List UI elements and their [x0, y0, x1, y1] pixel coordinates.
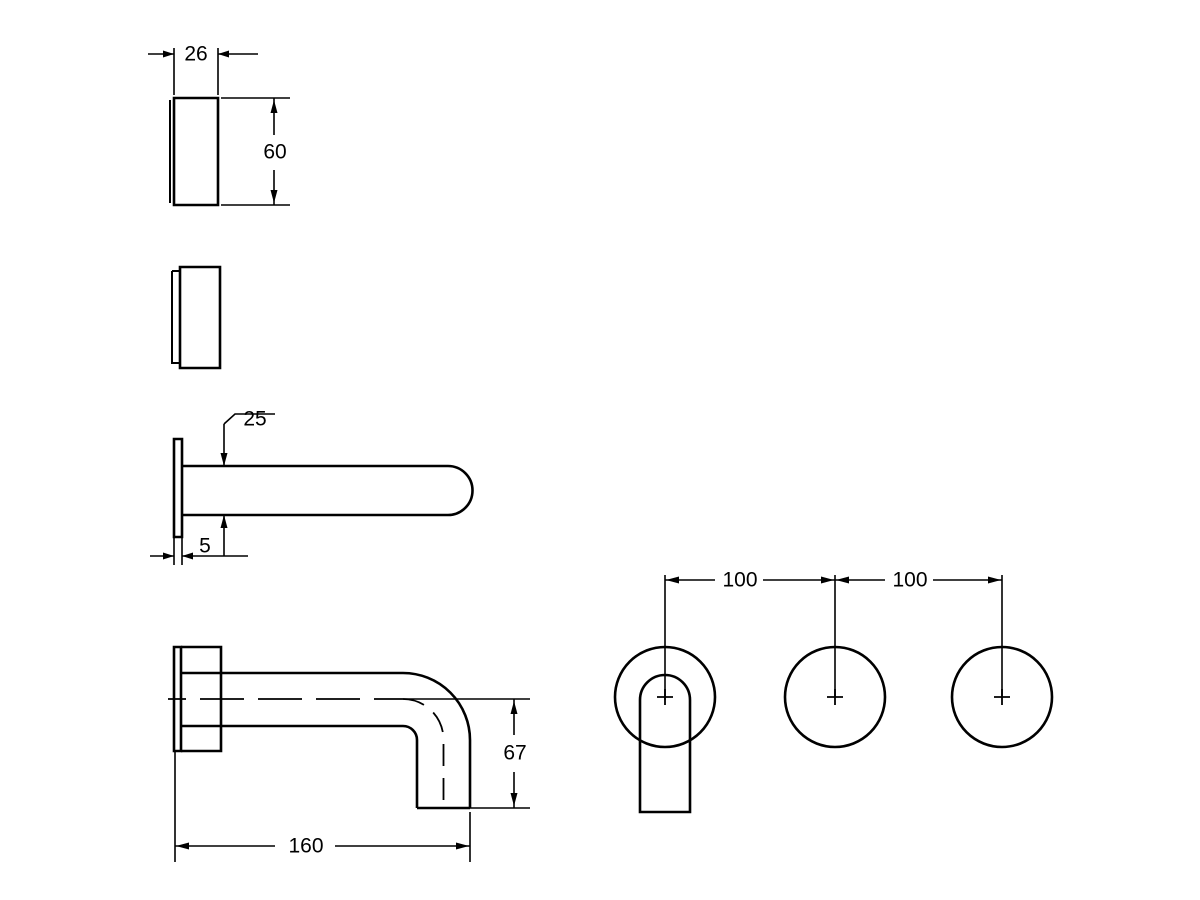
dim-label-26: 26 — [184, 43, 207, 66]
spout-side-inner-profile — [181, 724, 419, 808]
handle-width-arrow-left — [163, 50, 174, 58]
dim-label-67: 67 — [503, 742, 526, 765]
dim-label-160: 160 — [288, 835, 323, 858]
dim-label-100-left: 100 — [722, 569, 757, 592]
spout-plan-tube — [182, 464, 474, 517]
setout-lever-handle — [638, 673, 692, 814]
handle-front-body — [172, 96, 220, 207]
dim-label-60: 60 — [263, 141, 286, 164]
dim-label-100-right: 100 — [892, 569, 927, 592]
dim-67-arrow-top — [510, 701, 518, 714]
dim-67-arrow-bottom — [510, 793, 518, 806]
spout-plan-wall-plate — [172, 437, 184, 539]
view-handle-front-elevation: 26 60 — [148, 43, 290, 207]
handle-side-body — [178, 265, 222, 370]
dim-label-25: 25 — [243, 408, 266, 431]
dim-5-arrow-left — [163, 552, 174, 560]
view-spout-side-elevation: 67 160 — [168, 645, 530, 862]
dim-5-arrow-right — [182, 552, 193, 560]
dim-160-arrow-left — [176, 842, 189, 850]
handle-height-arrow-top — [270, 100, 278, 113]
spout-side-centre-line-elbow — [402, 698, 445, 812]
handle-height-arrow-bottom — [270, 190, 278, 203]
dim-100-left-arrow-start — [666, 576, 679, 584]
dim-label-5: 5 — [199, 535, 211, 558]
dim-25-arrow-lower — [220, 515, 228, 528]
dim-25-leader — [223, 413, 275, 425]
dim-25-arrow-upper — [220, 453, 228, 466]
dim-100-left-arrow-end — [821, 576, 834, 584]
dim-160-arrow-right — [456, 842, 469, 850]
spout-side-outer-profile — [181, 671, 472, 808]
view-wall-plate-setout: 100 100 — [613, 569, 1054, 814]
view-handle-side-elevation — [171, 265, 222, 370]
dim-100-right-arrow-end — [988, 576, 1001, 584]
dim-100-right-arrow-start — [836, 576, 849, 584]
handle-side-back-profile — [171, 271, 181, 364]
view-spout-plan: 25 5 — [150, 408, 474, 565]
handle-width-arrow-right — [218, 50, 229, 58]
